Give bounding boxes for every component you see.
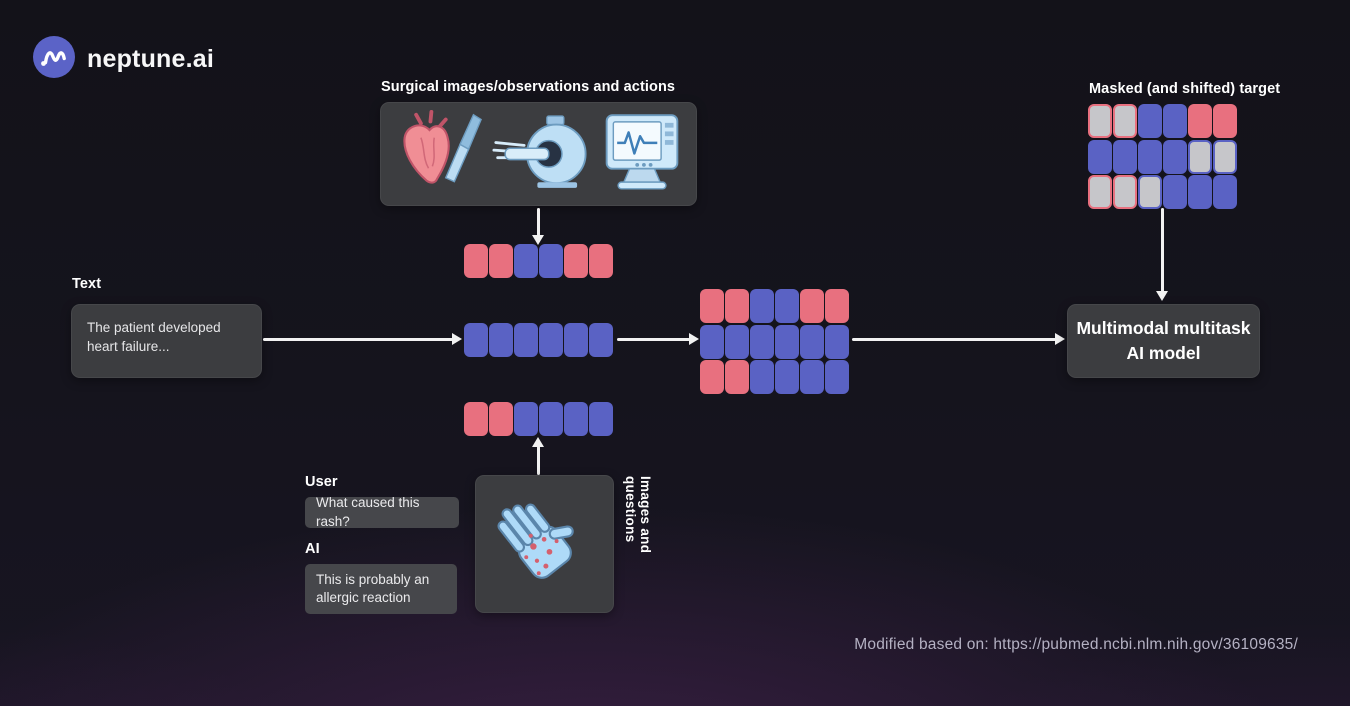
token-blue [514, 323, 538, 357]
masked-target-label: Masked (and shifted) target [1089, 81, 1281, 97]
token-pink [725, 289, 749, 323]
token-pink [800, 289, 824, 323]
token-blue [539, 402, 563, 436]
neptune-logo-icon [33, 36, 75, 83]
token-blue [564, 323, 588, 357]
text-token-row [464, 323, 614, 357]
arrow-text-to-tokens [263, 334, 462, 345]
arrow-image-to-tokens [533, 437, 544, 475]
token-blue [564, 402, 588, 436]
surgical-token-row [464, 244, 614, 278]
combined-token-grid [700, 289, 850, 396]
token-gray-pink [1113, 175, 1137, 209]
token-blue [825, 324, 850, 359]
token-blue [1213, 175, 1238, 209]
token-blue [589, 323, 614, 357]
images-token-row [464, 402, 614, 436]
vitals-monitor-icon [599, 111, 685, 198]
token-blue [489, 323, 513, 357]
token-row [700, 360, 850, 394]
token-row [1088, 104, 1238, 138]
user-message-bubble: What caused this rash? [305, 495, 459, 529]
mri-scanner-icon [491, 113, 596, 196]
token-blue [539, 323, 563, 357]
token-blue [1163, 175, 1187, 209]
token-blue [539, 244, 563, 278]
token-pink [589, 244, 614, 278]
token-pink [464, 402, 488, 436]
masked-target-grid [1088, 104, 1238, 211]
token-blue [514, 244, 538, 278]
brand-name: neptune.ai [87, 45, 215, 73]
token-gray-blue [1188, 139, 1212, 174]
token-row [1088, 175, 1238, 209]
arrow-surgical-to-tokens [533, 208, 544, 245]
images-questions-label: Images and questions [623, 476, 653, 554]
brand-header: neptune.ai [33, 36, 214, 83]
token-blue [1088, 139, 1112, 174]
token-blue [464, 323, 488, 357]
token-pink [489, 244, 513, 278]
token-blue [1163, 139, 1187, 174]
citation-text: Modified based on: https://pubmed.ncbi.n… [854, 636, 1298, 653]
token-blue [775, 324, 799, 359]
token-blue [800, 324, 824, 359]
token-pink [725, 360, 749, 394]
token-blue [1113, 139, 1137, 174]
token-pink [700, 360, 724, 394]
token-row [1088, 139, 1238, 174]
token-gray-blue [1213, 139, 1238, 174]
token-pink [464, 244, 488, 278]
token-pink [825, 289, 850, 323]
surgical-images-panel [380, 102, 697, 206]
hand-with-rash-icon [487, 484, 603, 605]
token-pink [1213, 104, 1238, 138]
token-pink [700, 289, 724, 323]
text-input-panel: The patient developed heart failure... [71, 304, 262, 378]
token-blue [1138, 139, 1162, 174]
token-blue [589, 402, 614, 436]
model-box: Multimodal multitask AI model [1067, 304, 1260, 378]
token-blue [514, 402, 538, 436]
ai-label: AI [305, 541, 320, 557]
token-row [700, 289, 850, 323]
text-label: Text [72, 276, 102, 292]
token-row [464, 402, 614, 436]
token-blue [1138, 104, 1162, 138]
user-label: User [305, 474, 338, 490]
token-blue [750, 324, 774, 359]
token-blue [1188, 175, 1212, 209]
token-pink [489, 402, 513, 436]
token-gray-pink [1088, 175, 1112, 209]
arrow-tokens-to-grid [617, 334, 699, 345]
token-pink [564, 244, 588, 278]
token-row [464, 244, 614, 278]
token-row [700, 324, 850, 359]
token-blue [775, 360, 799, 394]
rash-image-panel [475, 475, 614, 613]
token-blue [1163, 104, 1187, 138]
token-blue [750, 360, 774, 394]
heart-and-scalpel-icon [392, 109, 488, 200]
token-pink [1188, 104, 1212, 138]
ai-message-bubble: This is probably an allergic reaction [305, 564, 457, 614]
surgical-label: Surgical images/observations and actions [381, 79, 676, 95]
token-row [464, 323, 614, 357]
model-box-line2: AI model [1126, 343, 1201, 363]
token-blue [825, 360, 850, 394]
token-blue [775, 289, 799, 323]
token-gray-pink [1088, 104, 1112, 138]
token-blue [700, 324, 724, 359]
token-gray-blue [1138, 175, 1162, 209]
arrow-grid-to-model [852, 334, 1065, 345]
token-blue [725, 324, 749, 359]
token-blue [750, 289, 774, 323]
model-box-line1: Multimodal multitask [1076, 317, 1251, 338]
token-gray-pink [1113, 104, 1137, 138]
token-blue [800, 360, 824, 394]
arrow-target-to-model [1157, 208, 1168, 301]
